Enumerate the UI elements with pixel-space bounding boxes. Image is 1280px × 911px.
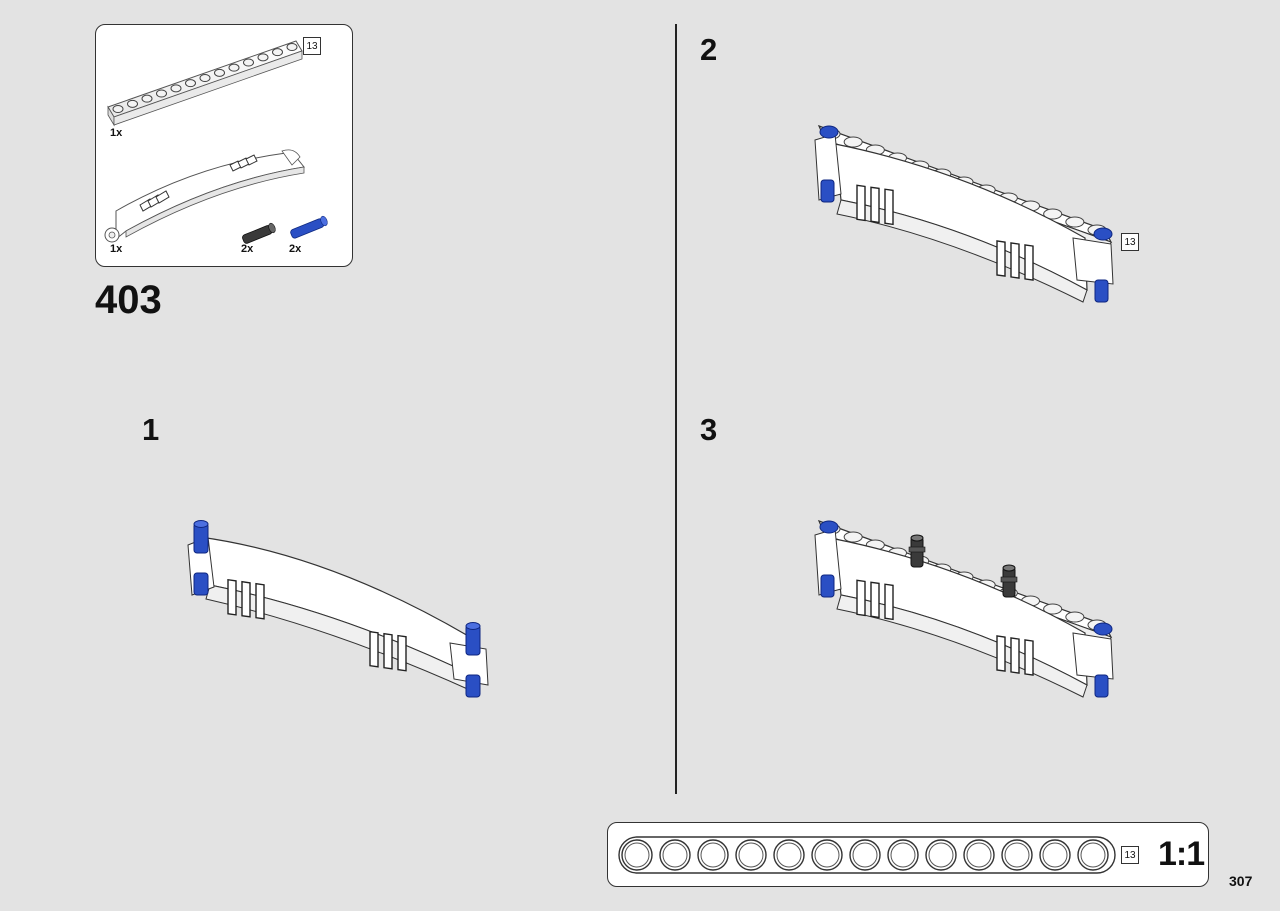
beam-hole <box>243 58 254 67</box>
beam-hole <box>127 99 138 108</box>
beam-hole <box>843 531 863 543</box>
beam-hole <box>228 63 240 72</box>
ruler-hole-rim <box>1004 842 1030 868</box>
ruler-hole-rim <box>1042 842 1068 868</box>
beam-hole <box>1043 208 1063 220</box>
beam-hole <box>112 105 124 113</box>
parts-callout: 13 1x 1x 2x 2x <box>95 24 353 267</box>
length-badge: 13 <box>1121 233 1139 251</box>
beam-holes <box>112 43 298 113</box>
ruler-hole-rim <box>852 842 878 868</box>
substep-1-number: 1 <box>142 412 160 447</box>
page-number: 307 <box>1229 873 1253 889</box>
ruler-hole-rim <box>662 842 688 868</box>
ruler-hole <box>963 839 995 871</box>
beam-hole <box>170 84 182 93</box>
scale-label: 1:1 <box>1158 835 1205 873</box>
length-badge: 13 <box>303 37 321 55</box>
black-pin-right <box>1000 564 1018 598</box>
black-friction-pin-part <box>242 222 276 244</box>
beam-hole <box>156 89 167 98</box>
parts-illustration <box>104 40 328 244</box>
curved-panel-part <box>104 149 305 243</box>
ruler-hole <box>887 839 919 871</box>
panel-quantity: 1x <box>110 243 123 255</box>
ruler-hole-rim <box>890 842 916 868</box>
ruler-hole <box>1077 839 1109 871</box>
beam-quantity: 1x <box>110 127 123 139</box>
ruler-hole-rim <box>776 842 802 868</box>
beam-hole <box>214 68 225 77</box>
substep-3-number: 3 <box>700 412 718 447</box>
ruler-hole-rim <box>624 842 650 868</box>
ruler-hole <box>849 839 881 871</box>
ruler-hole <box>773 839 805 871</box>
ruler-beam <box>618 836 1116 874</box>
ruler-hole-rim <box>966 842 992 868</box>
beam-hole <box>1065 611 1085 623</box>
ruler-hole-rim <box>814 842 840 868</box>
beam-hole <box>286 43 298 51</box>
ruler-holes <box>621 839 1109 871</box>
beam-hole <box>843 136 863 148</box>
substep-2-number: 2 <box>700 32 718 67</box>
ruler-hole <box>1039 839 1071 871</box>
step-divider <box>675 24 677 794</box>
beam-hole <box>257 53 269 62</box>
black-pin-quantity: 2x <box>241 243 254 255</box>
ruler-hole-rim <box>1080 842 1106 868</box>
scale-ruler: 13 1:1 <box>607 822 1209 887</box>
substep-3-illustration <box>814 519 1114 698</box>
ruler-hole <box>925 839 957 871</box>
technic-beam-part <box>107 40 303 127</box>
ruler-hole <box>621 839 653 871</box>
ruler-hole <box>697 839 729 871</box>
black-pin-left <box>908 534 926 568</box>
ruler-hole <box>811 839 843 871</box>
blue-axle-pin-part <box>290 215 328 239</box>
ruler-hole <box>735 839 767 871</box>
page-step-number: 403 <box>95 278 162 322</box>
beam-hole <box>141 94 153 103</box>
beam-hole <box>185 79 196 88</box>
ruler-hole-rim <box>738 842 764 868</box>
beam-hole <box>272 48 283 57</box>
ruler-hole-rim <box>700 842 726 868</box>
blue-pin-quantity: 2x <box>289 243 302 255</box>
length-badge: 13 <box>1121 846 1139 864</box>
beam-hole <box>1043 603 1063 615</box>
substep-2-illustration <box>814 124 1114 303</box>
ruler-hole <box>1001 839 1033 871</box>
beam-hole <box>199 74 211 82</box>
ruler-hole-rim <box>928 842 954 868</box>
ruler-hole <box>659 839 691 871</box>
beam-hole <box>1065 216 1085 228</box>
substep-1-illustration <box>187 520 489 698</box>
